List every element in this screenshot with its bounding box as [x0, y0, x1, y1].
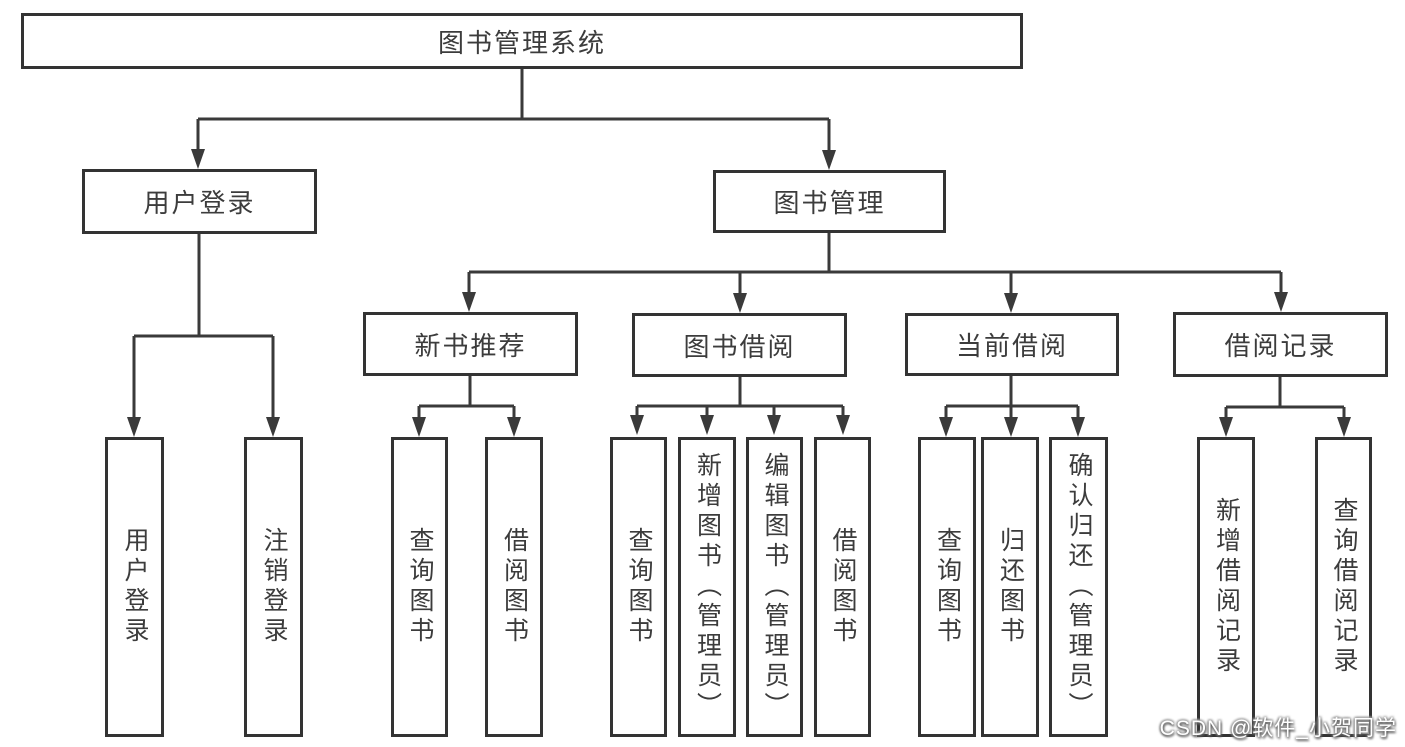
node-borrowing-records: 借阅记录	[1173, 312, 1388, 377]
node-book-management: 图书管理	[713, 170, 946, 233]
node-leaf-add-books-admin-label: 新增图书（管理员）	[693, 452, 722, 722]
arrow-down-icon	[700, 415, 714, 435]
node-leaf-borrow-books-recommend-label: 借阅图书	[500, 527, 529, 647]
node-leaf-logout: 注销登录	[244, 437, 303, 737]
node-user-login: 用户登录	[82, 169, 317, 234]
csdn-watermark: CSDN @软件_小贺同学	[1159, 717, 1397, 740]
arrow-down-icon	[939, 417, 953, 437]
arrow-down-icon	[1004, 417, 1018, 437]
arrow-down-icon	[1004, 293, 1018, 313]
node-leaf-query-borrow-record: 查询借阅记录	[1315, 437, 1372, 737]
node-root: 图书管理系统	[21, 13, 1023, 69]
node-leaf-add-books-admin: 新增图书（管理员）	[678, 437, 736, 737]
node-leaf-add-borrow-record-label: 新增借阅记录	[1212, 497, 1241, 677]
node-leaf-query-books-current-label: 查询图书	[933, 527, 962, 647]
arrow-down-icon	[191, 149, 205, 169]
node-leaf-query-books-borrowing-label: 查询图书	[625, 527, 653, 647]
node-user-login-label: 用户登录	[143, 188, 256, 218]
node-current-borrowing-label: 当前借阅	[955, 331, 1068, 361]
node-leaf-borrow-books: 借阅图书	[814, 437, 871, 737]
node-leaf-confirm-return-admin: 确认归还（管理员）	[1049, 437, 1108, 737]
arrow-down-icon	[1219, 417, 1233, 437]
node-borrowing-records-label: 借阅记录	[1224, 331, 1337, 361]
node-leaf-user-login-label: 用户登录	[121, 527, 149, 647]
arrow-down-icon	[1071, 417, 1085, 437]
arrow-down-icon	[767, 415, 781, 435]
arrowhead-icons	[127, 149, 1351, 437]
arrow-down-icon	[822, 150, 836, 170]
node-leaf-query-books-current: 查询图书	[918, 437, 976, 737]
arrow-down-icon	[1337, 417, 1351, 437]
node-leaf-query-books-recommend: 查询图书	[391, 437, 448, 737]
node-leaf-return-books: 归还图书	[981, 437, 1039, 737]
arrow-down-icon	[733, 293, 747, 313]
arrow-down-icon	[266, 417, 280, 437]
node-new-book-recommend-label: 新书推荐	[414, 330, 527, 361]
node-leaf-edit-books-admin-label: 编辑图书（管理员）	[761, 452, 789, 722]
node-book-borrowing: 图书借阅	[632, 313, 847, 377]
node-current-borrowing: 当前借阅	[905, 313, 1119, 376]
node-leaf-user-login: 用户登录	[105, 437, 164, 737]
node-leaf-add-borrow-record: 新增借阅记录	[1197, 437, 1255, 737]
arrow-down-icon	[412, 417, 426, 437]
node-book-borrowing-label: 图书借阅	[683, 331, 796, 362]
node-leaf-borrow-books-label: 借阅图书	[829, 527, 857, 647]
node-leaf-return-books-label: 归还图书	[996, 527, 1025, 647]
arrow-down-icon	[1274, 292, 1288, 312]
node-leaf-logout-label: 注销登录	[260, 527, 288, 647]
arrow-down-icon	[507, 417, 521, 437]
node-leaf-query-books-recommend-label: 查询图书	[406, 527, 434, 647]
arrow-down-icon	[630, 415, 644, 435]
node-new-book-recommend: 新书推荐	[363, 312, 578, 376]
node-leaf-edit-books-admin: 编辑图书（管理员）	[746, 437, 803, 737]
node-book-management-label: 图书管理	[773, 188, 886, 218]
node-leaf-query-books-borrowing: 查询图书	[610, 437, 667, 737]
arrow-down-icon	[127, 417, 141, 437]
node-leaf-borrow-books-recommend: 借阅图书	[485, 437, 543, 737]
node-root-label: 图书管理系统	[437, 27, 606, 58]
node-leaf-confirm-return-admin-label: 确认归还（管理员）	[1065, 452, 1093, 722]
arrow-down-icon	[462, 292, 476, 312]
node-leaf-query-borrow-record-label: 查询借阅记录	[1330, 497, 1358, 677]
arrow-down-icon	[836, 415, 850, 435]
